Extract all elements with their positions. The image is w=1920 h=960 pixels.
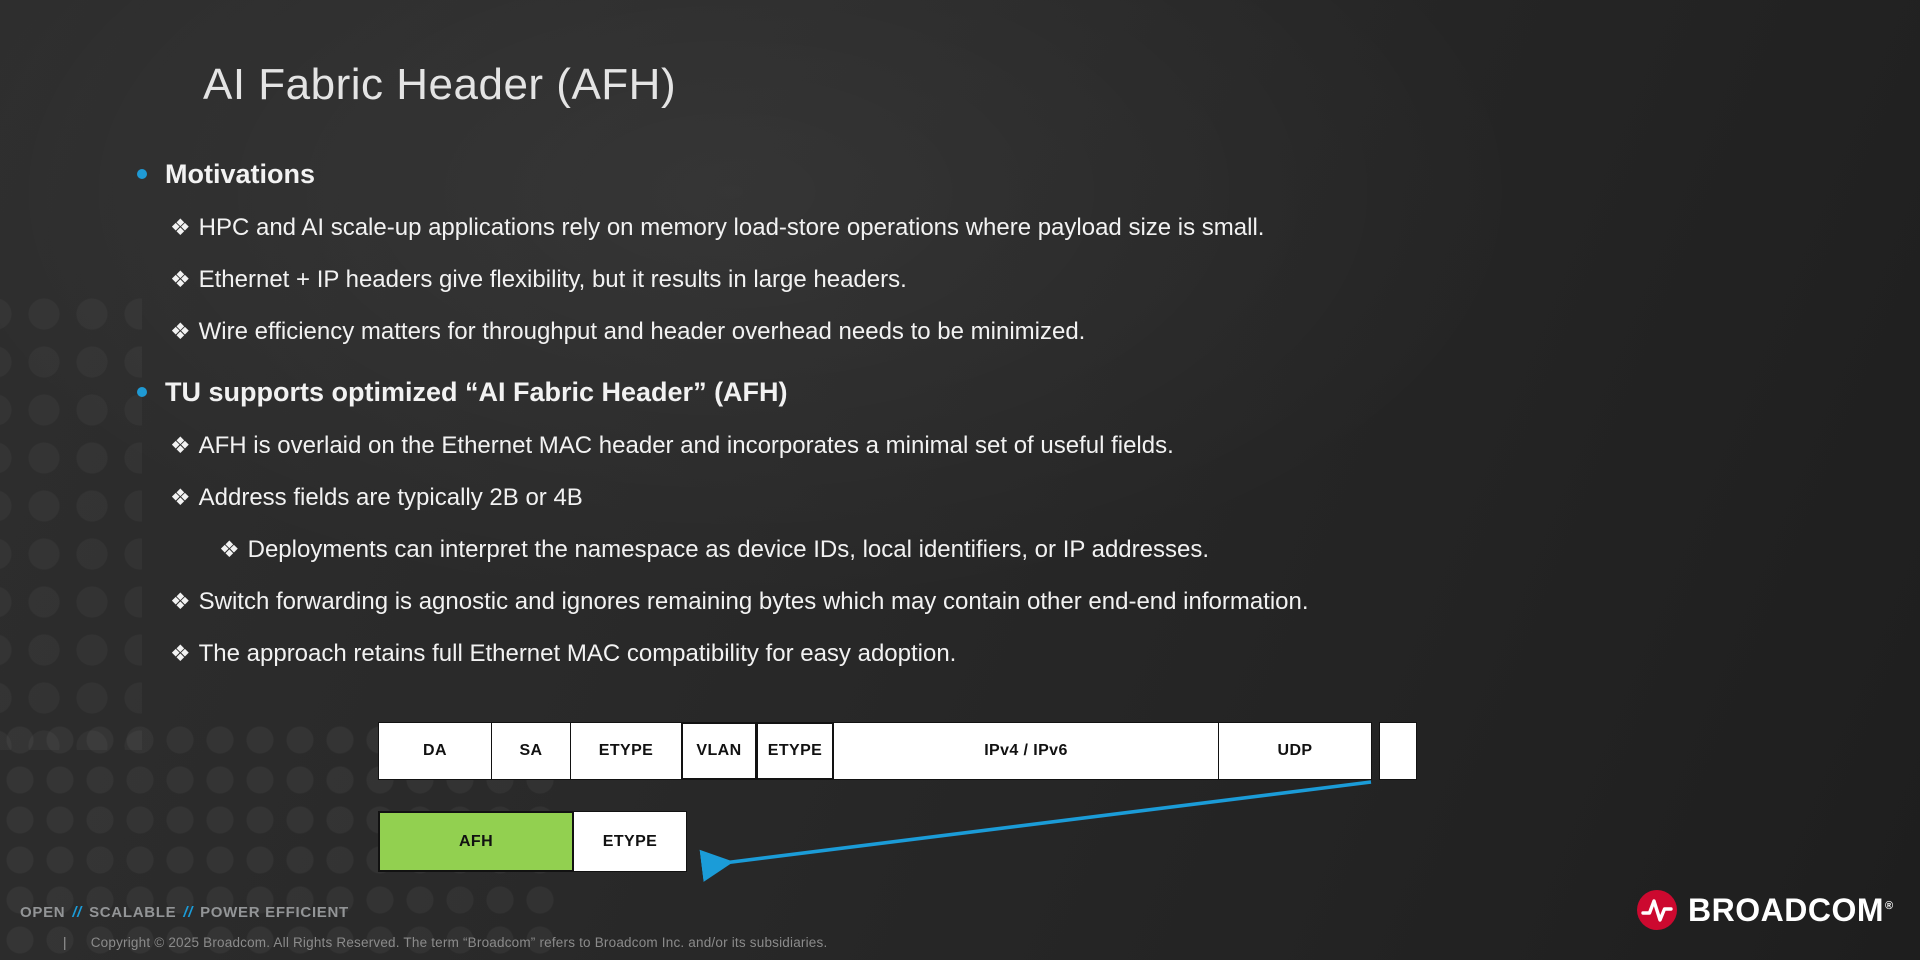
- packet-header-diagram: DA SA ETYPE VLAN ETYPE IPv4 / IPv6 UDP A…: [378, 722, 1417, 872]
- footer-divider: |: [63, 935, 67, 950]
- diamond-bullet-icon: ❖: [170, 318, 191, 344]
- field-box-vlan: VLAN: [681, 722, 757, 780]
- field-box-afh-etype: ETYPE: [573, 811, 687, 872]
- diamond-bullet-icon: ❖: [170, 640, 191, 666]
- bullet-text: AFH is overlaid on the Ethernet MAC head…: [198, 432, 1174, 459]
- field-box-etype: ETYPE: [570, 722, 682, 780]
- bullet-text: The approach retains full Ethernet MAC c…: [198, 640, 957, 667]
- page-title: AI Fabric Header (AFH): [203, 60, 677, 109]
- field-box-da: DA: [378, 722, 492, 780]
- field-box-ip: IPv4 / IPv6: [833, 722, 1219, 780]
- bullet-text: Switch forwarding is agnostic and ignore…: [198, 588, 1309, 615]
- bullet-text: Wire efficiency matters for throughput a…: [198, 318, 1086, 345]
- bullet-address-fields: ❖ Address fields are typically 2B or 4B: [170, 483, 1775, 512]
- diamond-bullet-icon: ❖: [170, 588, 191, 614]
- tagline-separator: //: [72, 904, 83, 921]
- broadcom-logo: BROADCOM®: [1635, 888, 1894, 932]
- bullet-text: TU supports optimized “AI Fabric Header”…: [165, 377, 788, 407]
- bullet-motivations: Motivations: [135, 158, 1775, 190]
- hex-pattern-left: [0, 290, 142, 750]
- field-box-afh: AFH: [378, 811, 574, 872]
- bullet-list: Motivations ❖ HPC and AI scale-up applic…: [135, 158, 1775, 668]
- diamond-bullet-icon: ❖: [219, 536, 240, 562]
- tagline-word: POWER EFFICIENT: [200, 904, 349, 921]
- bullet-ethernet-ip: ❖ Ethernet + IP headers give flexibility…: [170, 265, 1775, 294]
- bullet-dot-icon: [137, 387, 147, 397]
- bullet-tu-supports-afh: TU supports optimized “AI Fabric Header”…: [135, 376, 1775, 408]
- bullet-text: HPC and AI scale-up applications rely on…: [198, 214, 1265, 241]
- diamond-bullet-icon: ❖: [170, 484, 191, 510]
- logo-wordmark: BROADCOM®: [1688, 892, 1894, 929]
- bullet-text: Address fields are typically 2B or 4B: [198, 484, 583, 511]
- field-box-udp: UDP: [1218, 722, 1372, 780]
- field-box-etype2: ETYPE: [756, 722, 834, 780]
- tagline-separator: //: [183, 904, 194, 921]
- bullet-switch-forwarding: ❖ Switch forwarding is agnostic and igno…: [170, 587, 1775, 616]
- registered-mark: ®: [1884, 899, 1894, 912]
- bullet-hpc: ❖ HPC and AI scale-up applications rely …: [170, 213, 1775, 242]
- diamond-bullet-icon: ❖: [170, 266, 191, 292]
- broadcom-pulse-icon: [1637, 890, 1677, 930]
- bullet-text: Ethernet + IP headers give flexibility, …: [198, 266, 907, 293]
- copyright-line: | Copyright © 2025 Broadcom. All Rights R…: [63, 935, 827, 950]
- bullet-wire-efficiency: ❖ Wire efficiency matters for throughput…: [170, 317, 1775, 346]
- logo-brand: BROADCOM: [1688, 891, 1884, 928]
- bullet-deployments: ❖ Deployments can interpret the namespac…: [219, 535, 1775, 564]
- ethernet-header-row: DA SA ETYPE VLAN ETYPE IPv4 / IPv6 UDP: [378, 722, 1417, 780]
- diamond-bullet-icon: ❖: [170, 432, 191, 458]
- copyright-text: Copyright © 2025 Broadcom. All Rights Re…: [90, 935, 828, 950]
- bullet-mac-compatibility: ❖ The approach retains full Ethernet MAC…: [170, 639, 1775, 668]
- bullet-afh-overlaid: ❖ AFH is overlaid on the Ethernet MAC he…: [170, 431, 1775, 460]
- field-box-sa: SA: [491, 722, 571, 780]
- tagline-word: SCALABLE: [89, 904, 177, 921]
- tagline-word: OPEN: [20, 904, 66, 921]
- diamond-bullet-icon: ❖: [170, 214, 191, 240]
- afh-header-row: AFH ETYPE: [378, 811, 1417, 872]
- bullet-text: Motivations: [165, 159, 316, 189]
- footer-tagline: OPEN // SCALABLE // POWER EFFICIENT: [20, 904, 349, 921]
- bullet-dot-icon: [137, 169, 147, 179]
- bullet-text: Deployments can interpret the namespace …: [247, 536, 1209, 563]
- field-box-empty: [1379, 722, 1417, 780]
